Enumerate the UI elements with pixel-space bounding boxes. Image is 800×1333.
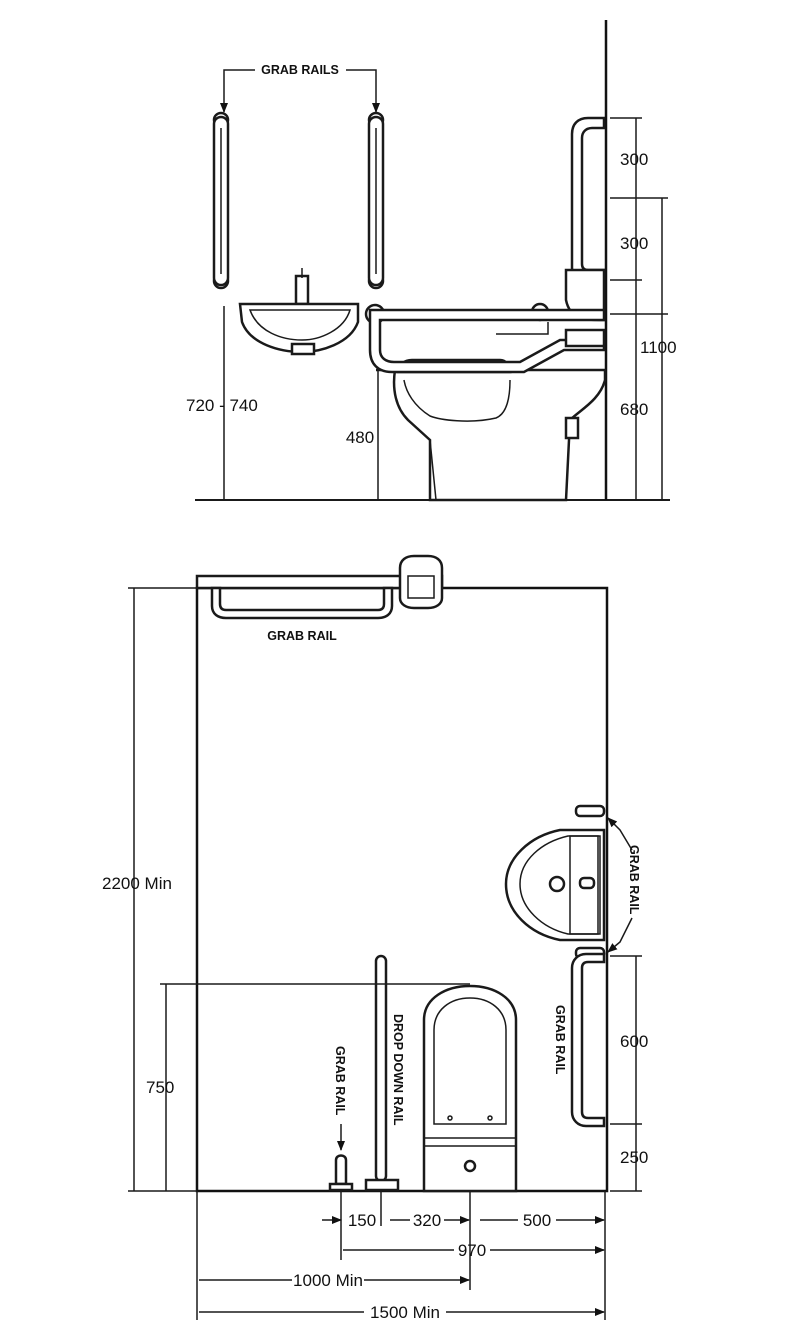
dim-rail-to-floor-label: 680 bbox=[620, 400, 648, 419]
dim-970: 970 bbox=[343, 1241, 605, 1260]
dim-wc-projection: 750 bbox=[128, 983, 470, 1192]
plan-top-grab-rail: GRAB RAIL bbox=[195, 554, 444, 643]
dim-1500: 1500 Min bbox=[199, 1303, 605, 1322]
elevation-view: GRAB RAILS bbox=[186, 20, 677, 502]
grab-rails-leader-right bbox=[346, 69, 380, 113]
side-grab-rail-label: GRAB RAIL bbox=[553, 1005, 567, 1075]
plan-wc bbox=[422, 984, 518, 1193]
dim-basin-height: 720 - 740 bbox=[186, 306, 258, 500]
dim-rail-stack: 300 300 680 bbox=[610, 117, 668, 501]
drop-down-rail-label: DROP DOWN RAIL bbox=[391, 1014, 405, 1126]
dim-seat-height: 480 bbox=[346, 370, 379, 500]
dim-chain-150-320-500: 150 320 500 bbox=[322, 1191, 606, 1320]
grab-rails-leader-left bbox=[220, 69, 255, 113]
dim-basin-height-label: 720 - 740 bbox=[186, 396, 258, 415]
plan-view: GRAB RAIL GRAB RAIL GRAB RAIL 600 25 bbox=[102, 554, 648, 1322]
right-grab-rail-label: GRAB RAIL bbox=[627, 845, 641, 915]
dim-wc-projection-label: 750 bbox=[146, 1078, 174, 1097]
dim-room-depth: 2200 Min bbox=[102, 587, 197, 1191]
dim-rail-height: 1100 bbox=[640, 197, 677, 500]
dim-320-label: 320 bbox=[413, 1211, 441, 1230]
plan-drop-down-rail: DROP DOWN RAIL bbox=[364, 954, 405, 1192]
dim-room-depth-label: 2200 Min bbox=[102, 874, 172, 893]
grab-rails-label: GRAB RAILS bbox=[261, 63, 339, 77]
elevation-wc bbox=[376, 268, 607, 502]
plan-side-grab-rail: GRAB RAIL 600 250 bbox=[553, 952, 648, 1192]
floor-grab-rail-label: GRAB RAIL bbox=[333, 1046, 347, 1116]
dim-lower-rail-label: 300 bbox=[620, 234, 648, 253]
top-grab-rail-label: GRAB RAIL bbox=[267, 629, 337, 643]
dim-970-label: 970 bbox=[458, 1241, 486, 1260]
dim-1500-label: 1500 Min bbox=[370, 1303, 440, 1322]
elevation-basin bbox=[238, 268, 360, 356]
plan-floor-grab-rail: GRAB RAIL bbox=[328, 1046, 354, 1192]
plan-right-grab-rail: GRAB RAIL bbox=[607, 817, 641, 953]
dim-1000-label: 1000 Min bbox=[293, 1271, 363, 1290]
dim-seat-height-label: 480 bbox=[346, 428, 374, 447]
basin-grab-rail-right bbox=[367, 111, 385, 290]
dim-side-rail-offset-label: 250 bbox=[620, 1148, 648, 1167]
dim-1000: 1000 Min bbox=[196, 1191, 470, 1320]
hinged-support-rail bbox=[364, 302, 606, 374]
plan-basin bbox=[504, 804, 606, 960]
dim-500-label: 500 bbox=[523, 1211, 551, 1230]
dim-side-rail-length-label: 600 bbox=[620, 1032, 648, 1051]
back-wall-grab-rail bbox=[570, 116, 606, 282]
dim-rail-height-label: 1100 bbox=[640, 338, 677, 357]
dim-150-label: 150 bbox=[348, 1211, 376, 1230]
basin-grab-rail-left bbox=[212, 111, 230, 290]
dim-upper-rail-label: 300 bbox=[620, 150, 648, 169]
